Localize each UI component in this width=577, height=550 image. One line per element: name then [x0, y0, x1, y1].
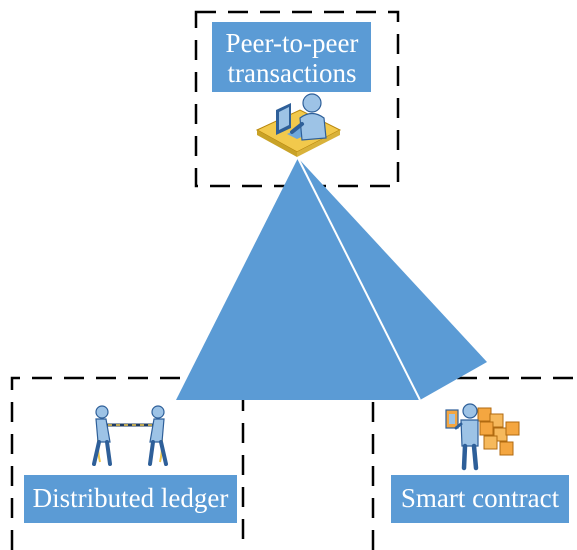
- distributed-ledger-label-box: [24, 475, 237, 523]
- peer-to-peer-label-line2: transactions: [228, 58, 357, 88]
- left-dashed-frame: [10, 376, 245, 550]
- person-with-boxes-icon: [445, 403, 520, 471]
- top-dashed-frame: [194, 10, 400, 188]
- person-at-computer-icon: [255, 93, 342, 157]
- distributed-ledger-node: Distributed ledger: [24, 475, 237, 523]
- smart-contract-label: Smart contract: [401, 483, 560, 513]
- tug-of-war-icon: [92, 405, 168, 466]
- pyramid: [176, 157, 487, 401]
- pyramid-front-edge: [297, 157, 421, 401]
- peer-to-peer-label-line1: Peer-to-peer: [226, 28, 359, 58]
- smart-contract-node: Smart contract: [391, 475, 569, 523]
- pyramid-left-face: [176, 158, 420, 400]
- distributed-ledger-label: Distributed ledger: [33, 483, 229, 513]
- pyramid-right-face: [298, 158, 487, 400]
- peer-to-peer-node: Peer-to-peer transactions: [212, 22, 371, 92]
- smart-contract-label-box: [391, 475, 569, 523]
- peer-to-peer-label-box: [212, 22, 371, 92]
